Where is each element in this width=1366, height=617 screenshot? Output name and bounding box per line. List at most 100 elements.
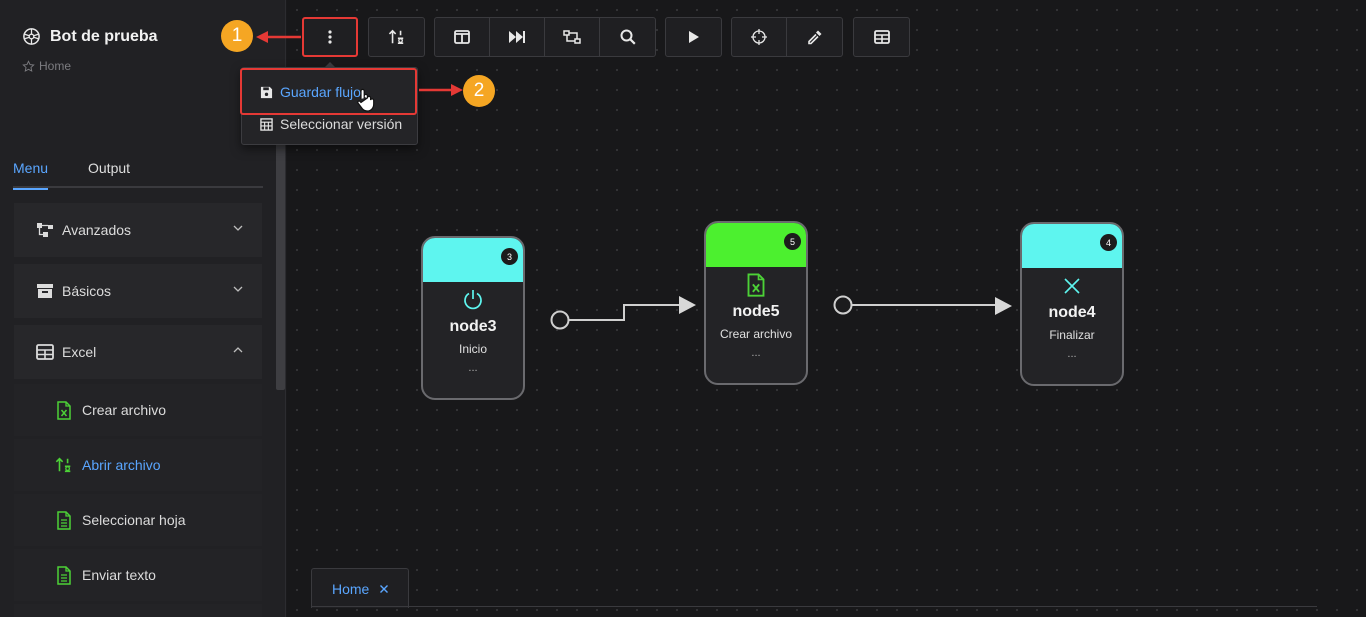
- run-button[interactable]: [666, 18, 721, 56]
- fast-forward-icon: [509, 31, 525, 43]
- save-highlight-box: [240, 68, 417, 115]
- target-button[interactable]: [732, 18, 787, 56]
- tab-home[interactable]: Home: [311, 568, 409, 608]
- eyedropper-button[interactable]: [787, 18, 842, 56]
- node-title: node3: [449, 318, 497, 335]
- node-header: 5: [706, 223, 806, 267]
- sidebar-item-label: Seleccionar hoja: [82, 512, 186, 528]
- menu-item-label: Seleccionar versión: [280, 116, 403, 132]
- sort-icon: [388, 29, 403, 45]
- flow-node-node4[interactable]: 4 node4 Finalizar ...: [1020, 222, 1124, 386]
- node-badge: 4: [1100, 234, 1117, 251]
- node-more[interactable]: ...: [468, 362, 478, 374]
- toolbar-run-group: [665, 17, 722, 57]
- sidebar-item-abrir-archivo[interactable]: Abrir archivo: [14, 439, 262, 491]
- arrow-1-head: [256, 31, 268, 43]
- sidebar: Bot de prueba Home Menu Output Avanzados…: [0, 0, 286, 617]
- node-title: node4: [1048, 304, 1096, 321]
- sidebar-item-label: Abrir archivo: [82, 457, 161, 473]
- excel-file-icon: [706, 267, 806, 303]
- dropdown-caret: [324, 62, 336, 68]
- menu-item-save-flow[interactable]: Guardar flujo: [260, 84, 361, 100]
- node-badge: 5: [784, 233, 801, 250]
- excel-file-icon: [55, 400, 73, 420]
- options-dropdown: Guardar flujo Seleccionar versión: [241, 67, 418, 145]
- node-title: node5: [732, 303, 780, 320]
- breadcrumb[interactable]: Home: [22, 59, 71, 73]
- callout-2: 2: [463, 75, 495, 107]
- sidebar-tabs: Menu Output: [13, 158, 263, 190]
- app-title: Bot de prueba: [50, 27, 158, 45]
- table-view-button[interactable]: [854, 18, 909, 56]
- search-button[interactable]: [600, 18, 655, 56]
- group-basicos[interactable]: Básicos: [14, 264, 262, 318]
- transform-icon: [563, 30, 581, 44]
- close-icon[interactable]: [379, 584, 389, 594]
- callout-1: 1: [221, 20, 253, 52]
- node-subtitle: Inicio: [458, 342, 487, 356]
- more-options-button[interactable]: [302, 17, 358, 57]
- toolbar-table-group: [853, 17, 910, 57]
- group-label: Básicos: [62, 283, 112, 299]
- document-icon: [55, 565, 73, 585]
- power-icon: [423, 282, 523, 318]
- node-subtitle: Finalizar: [1049, 328, 1095, 342]
- connection-node3-node5: [569, 304, 680, 321]
- sidebar-item-label: Enviar texto: [82, 567, 156, 583]
- node-badge: 3: [501, 248, 518, 265]
- table-icon: [36, 343, 54, 361]
- sidebar-item-crear-archivo[interactable]: Crear archivo: [14, 384, 262, 436]
- sidebar-item-seleccionar-hoja[interactable]: Seleccionar hoja: [14, 494, 262, 546]
- toolbar-sort-group: [368, 17, 425, 57]
- node-subtitle: Crear archivo: [719, 327, 793, 341]
- close-icon: [1022, 268, 1122, 304]
- group-label: Avanzados: [62, 222, 132, 238]
- output-port: [550, 310, 570, 330]
- node-header: 3: [423, 238, 523, 282]
- arrow-2-head: [451, 84, 463, 96]
- connection-arrowhead: [679, 296, 696, 314]
- group-label: Excel: [62, 344, 97, 360]
- sidebar-item-enviar-texto[interactable]: Enviar texto: [14, 549, 262, 601]
- layout-button[interactable]: [435, 18, 490, 56]
- flow-icon: [36, 221, 54, 239]
- menu-item-label: Guardar flujo: [280, 84, 361, 100]
- toolbar-view-group: [434, 17, 656, 57]
- save-icon: [260, 86, 273, 98]
- sort-icon: [55, 456, 73, 474]
- grid-icon: [260, 117, 273, 131]
- group-avanzados[interactable]: Avanzados: [14, 203, 262, 257]
- node-more[interactable]: ...: [1067, 348, 1077, 360]
- star-icon: [22, 59, 35, 72]
- chevron-down-icon: [233, 225, 243, 231]
- menu-item-select-version[interactable]: Seleccionar versión: [260, 116, 402, 132]
- skip-forward-button[interactable]: [490, 18, 545, 56]
- crosshair-icon: [751, 29, 767, 45]
- table-icon: [873, 30, 890, 44]
- hand-cursor-icon: [357, 88, 375, 112]
- flow-node-node5[interactable]: 5 node5 Crear archivo ...: [704, 221, 808, 385]
- sidebar-item-partial[interactable]: [14, 604, 262, 617]
- sidebar-item-label: Crear archivo: [82, 402, 167, 418]
- flow-node-node3[interactable]: 3 node3 Inicio ...: [421, 236, 525, 400]
- tab-output[interactable]: Output: [88, 160, 131, 176]
- tab-label: Home: [332, 580, 370, 597]
- transform-button[interactable]: [545, 18, 600, 56]
- output-port: [833, 295, 853, 315]
- breadcrumb-home[interactable]: Home: [39, 59, 72, 73]
- node-header: 4: [1022, 224, 1122, 268]
- toolbar-tools-group: [731, 17, 843, 57]
- node-more[interactable]: ...: [751, 347, 761, 359]
- group-excel[interactable]: Excel: [14, 325, 262, 379]
- brand: Bot de prueba: [22, 27, 158, 46]
- search-icon: [620, 29, 636, 45]
- steering-wheel-icon: [23, 28, 40, 45]
- sidebar-scrollbar[interactable]: [276, 100, 285, 390]
- connection-arrowhead: [995, 297, 1012, 315]
- sort-button[interactable]: [369, 18, 424, 56]
- chevron-up-icon: [233, 347, 243, 353]
- tab-menu[interactable]: Menu: [13, 160, 48, 190]
- play-icon: [688, 31, 699, 43]
